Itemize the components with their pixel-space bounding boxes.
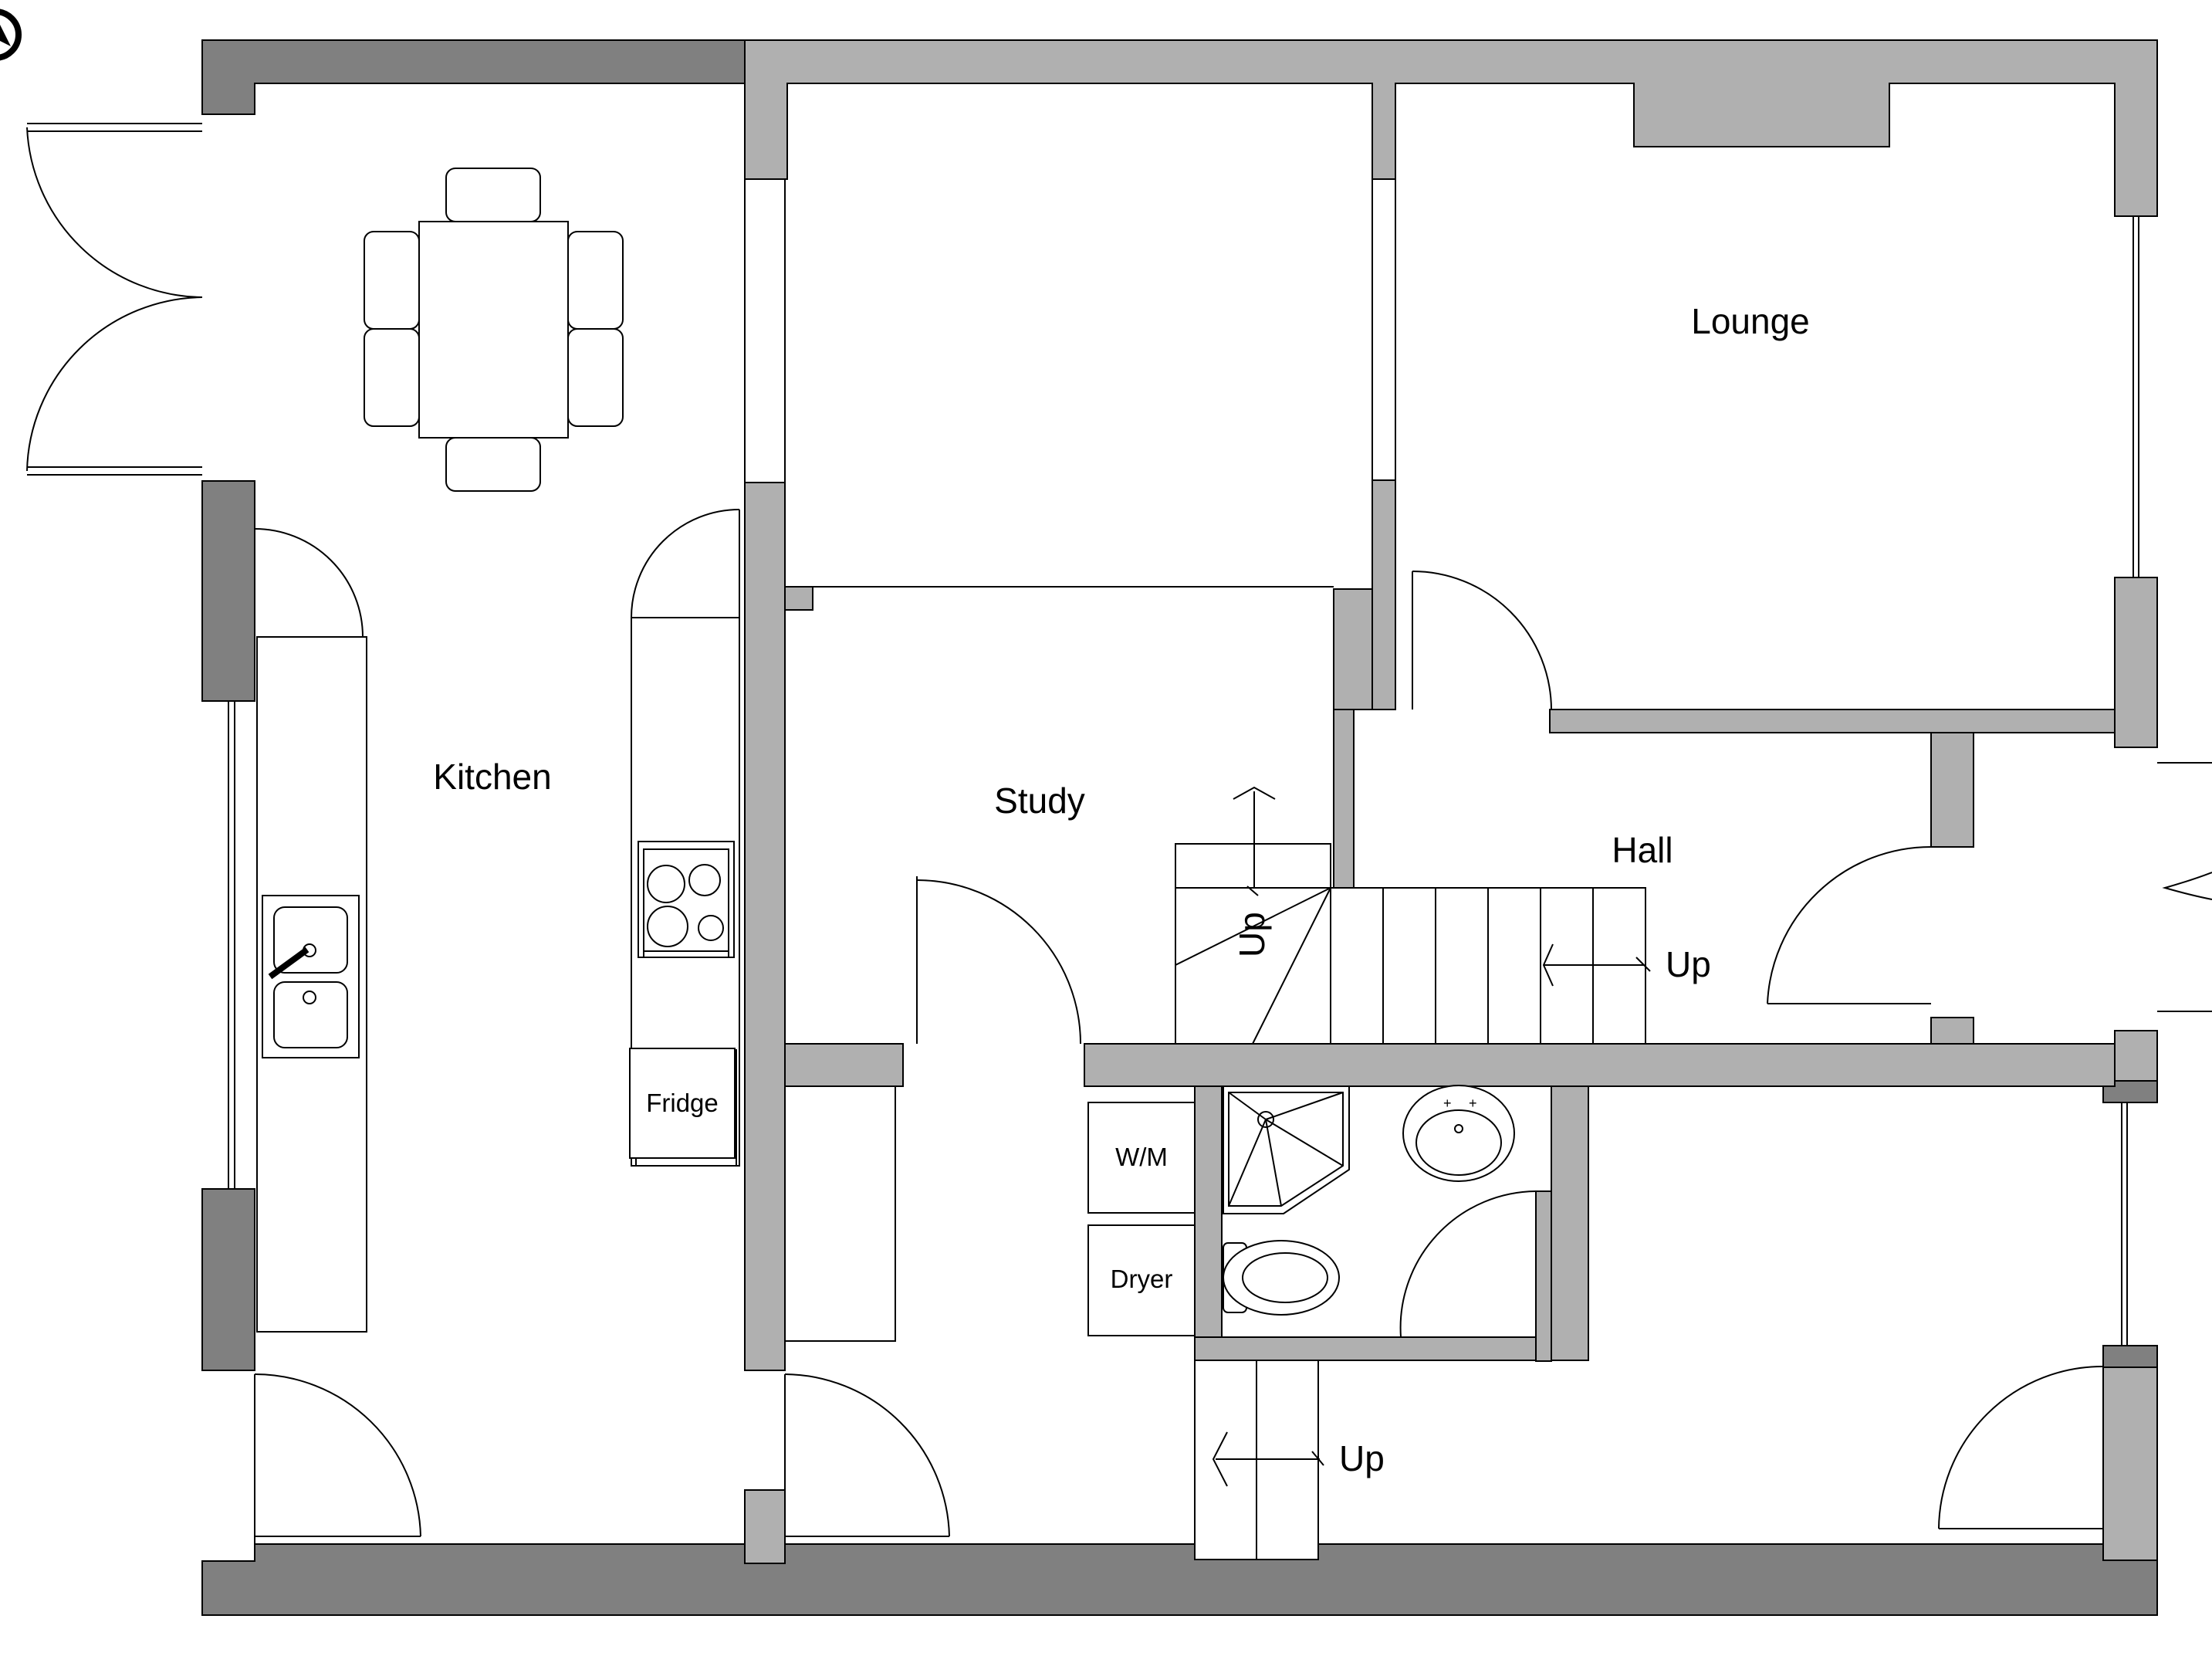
stairs-up-label-small: Up <box>1232 912 1272 957</box>
dining-table-icon <box>364 168 624 492</box>
dryer: Dryer <box>1087 1224 1196 1336</box>
stairs-up-label-main: Up <box>1666 944 1711 984</box>
windows <box>228 179 2139 1346</box>
stairs-arrow-icon <box>1542 943 1651 987</box>
room-label-study: Study <box>994 781 1085 821</box>
washing-machine: W/M <box>1087 1102 1196 1214</box>
washing-machine-label: W/M <box>1115 1143 1168 1171</box>
sink-icon <box>262 895 360 1058</box>
fridge: Fridge <box>629 1048 737 1167</box>
door-swing-icon <box>26 123 2212 1544</box>
room-label-kitchen: Kitchen <box>433 757 551 797</box>
stairs-arrow-icon <box>1233 786 1276 896</box>
hob-icon <box>638 841 735 958</box>
svg-text:+: + <box>1443 1096 1452 1111</box>
dryer-label: Dryer <box>1111 1265 1173 1293</box>
room-label-hall: Hall <box>1612 830 1673 870</box>
stairs-arrow-icon <box>1212 1431 1324 1487</box>
study-cupboard <box>784 1085 896 1342</box>
fridge-label: Fridge <box>646 1089 719 1117</box>
stairs-up-label-rear: Up <box>1339 1438 1385 1478</box>
room-label-lounge: Lounge <box>1691 301 1810 341</box>
internal-walls <box>744 479 2116 1564</box>
svg-text:+: + <box>1469 1096 1477 1111</box>
toilet-icon <box>1223 1240 1340 1316</box>
shower-icon <box>1223 1085 1350 1214</box>
basin-icon: + + <box>1402 1085 1515 1182</box>
external-walls <box>201 39 2158 1616</box>
north-arrow-icon <box>0 8 22 61</box>
